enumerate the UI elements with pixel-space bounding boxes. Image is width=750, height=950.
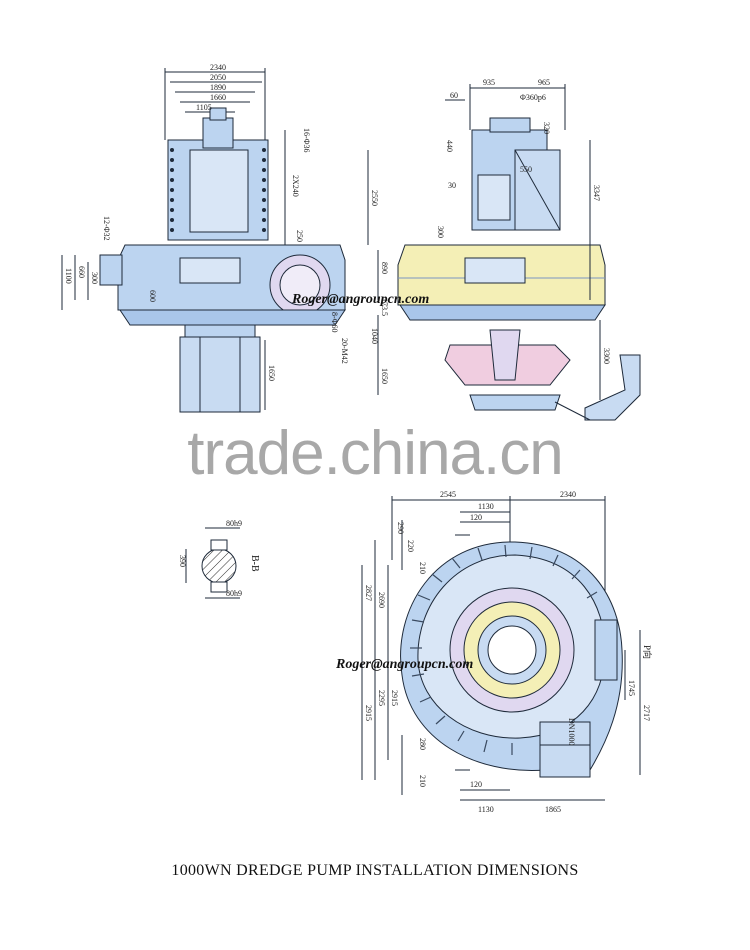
dim-660: 660 — [77, 266, 86, 278]
dim-3347: 3347 — [592, 185, 601, 201]
dim-890: 890 — [380, 262, 389, 274]
dim-210-bottom: 210 — [418, 775, 427, 787]
dim-173-5: 173.5 — [380, 298, 389, 316]
dim-2690: 2690 — [377, 592, 386, 608]
section-bb-dim-390: 390 — [178, 555, 187, 567]
dim-320: 320 — [542, 122, 551, 134]
dim-440: 440 — [445, 140, 454, 152]
dim-1100: 1100 — [64, 268, 73, 284]
plan-view-dims: 2545 2340 1130 120 290 220 210 2827 2690… — [364, 490, 653, 814]
dim-8-phi60: 8-Φ60 — [330, 312, 339, 333]
dim-2717: 2717 — [642, 705, 651, 721]
dim-935: 935 — [483, 78, 495, 87]
dim-2915-inner: 2915 — [390, 690, 399, 706]
dim-1890: 1890 — [210, 83, 226, 92]
email-watermark-bottom: Roger@angroupcn.com — [335, 657, 473, 672]
dim-210-top: 210 — [418, 562, 427, 574]
front-view — [61, 68, 346, 413]
dim-120-top: 120 — [470, 513, 482, 522]
dim-2550: 2550 — [370, 190, 379, 206]
dim-p-direction: P向 — [642, 645, 653, 659]
front-view-dims: 2340 2050 1890 1660 1105 2X240 16-Φ36 12… — [64, 63, 349, 381]
dim-120-bottom: 120 — [470, 780, 482, 789]
section-bb-labels: 80h9 80h9 390 B-B — [178, 519, 260, 598]
dim-phi360p6: Φ360p6 — [520, 93, 546, 102]
dim-60: 60 — [450, 91, 458, 100]
trade-china-watermark: trade.china.cn — [187, 419, 563, 488]
dim-2050: 2050 — [210, 73, 226, 82]
dim-16-phi36: 16-Φ36 — [302, 128, 311, 153]
dim-300: 300 — [90, 272, 99, 284]
dim-250: 250 — [295, 230, 304, 242]
dim-2340-plan: 2340 — [560, 490, 576, 499]
dim-550: 550 — [520, 165, 532, 174]
side-view-dims: 935 965 60 Φ360p6 320 550 440 30 300 255… — [370, 78, 611, 384]
dim-2915-outer: 2915 — [364, 705, 373, 721]
side-view — [367, 84, 641, 421]
dim-965: 965 — [538, 78, 550, 87]
section-bb-dim-top: 80h9 — [226, 519, 242, 528]
dim-2295: 2295 — [377, 690, 386, 706]
dim-220: 220 — [406, 540, 415, 552]
dim-2340: 2340 — [210, 63, 226, 72]
section-bb-dim-bottom: 80h9 — [226, 589, 242, 598]
dim-1105: 1105 — [196, 103, 212, 112]
dim-2x240: 2X240 — [291, 175, 300, 197]
dim-3300: 3300 — [602, 348, 611, 364]
drawing-caption: 1000WN DREDGE PUMP INSTALLATION DIMENSIO… — [171, 862, 579, 879]
plan-view — [361, 496, 641, 801]
dim-2827: 2827 — [364, 585, 373, 601]
dim-1865: 1865 — [545, 805, 561, 814]
dim-12-phi32: 12-Φ32 — [102, 216, 111, 241]
dim-1130-bottom: 1130 — [478, 805, 494, 814]
dim-600: 600 — [148, 290, 157, 302]
dim-20-m42: 20-M42 — [340, 338, 349, 364]
dim-1650: 1650 — [267, 365, 276, 381]
dim-290-top: 290 — [396, 522, 405, 534]
dim-1745: 1745 — [627, 680, 636, 696]
section-bb — [185, 527, 240, 599]
email-watermark-top: Roger@angroupcn.com — [291, 292, 429, 307]
dim-1040: 1040 — [370, 328, 379, 344]
dim-1650-side: 1650 — [380, 368, 389, 384]
section-bb-label: B-B — [249, 555, 260, 572]
dim-2545: 2545 — [440, 490, 456, 499]
dim-280: 280 — [418, 738, 427, 750]
dim-1130-top: 1130 — [478, 502, 494, 511]
dim-1660: 1660 — [210, 93, 226, 102]
dim-dn1000: DN1000 — [567, 718, 576, 746]
dim-30: 30 — [448, 181, 456, 190]
dim-300-side: 300 — [436, 226, 445, 238]
